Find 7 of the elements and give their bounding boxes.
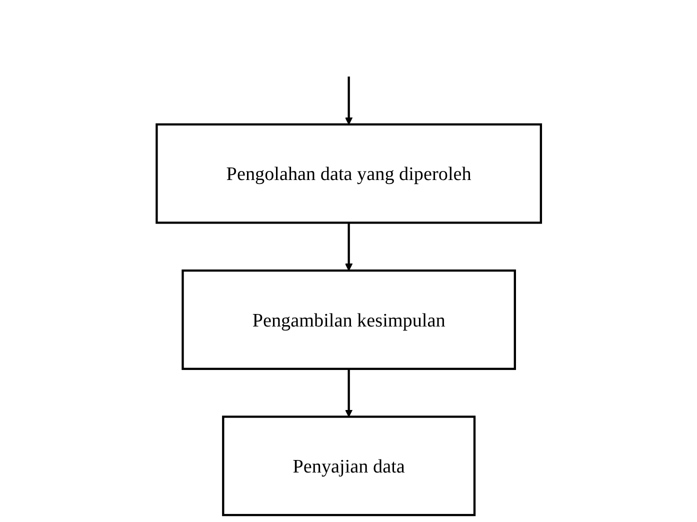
flowchart-drawing: Pengolahan data yang diperoleh Pengambilan kesimpulan Penyajian data [120, 0, 578, 522]
arrow [344, 368, 352, 418]
node-box [181, 269, 516, 370]
node-box [155, 123, 542, 224]
arrow [344, 222, 352, 271]
arrow [344, 76, 352, 125]
node-box [222, 416, 476, 516]
